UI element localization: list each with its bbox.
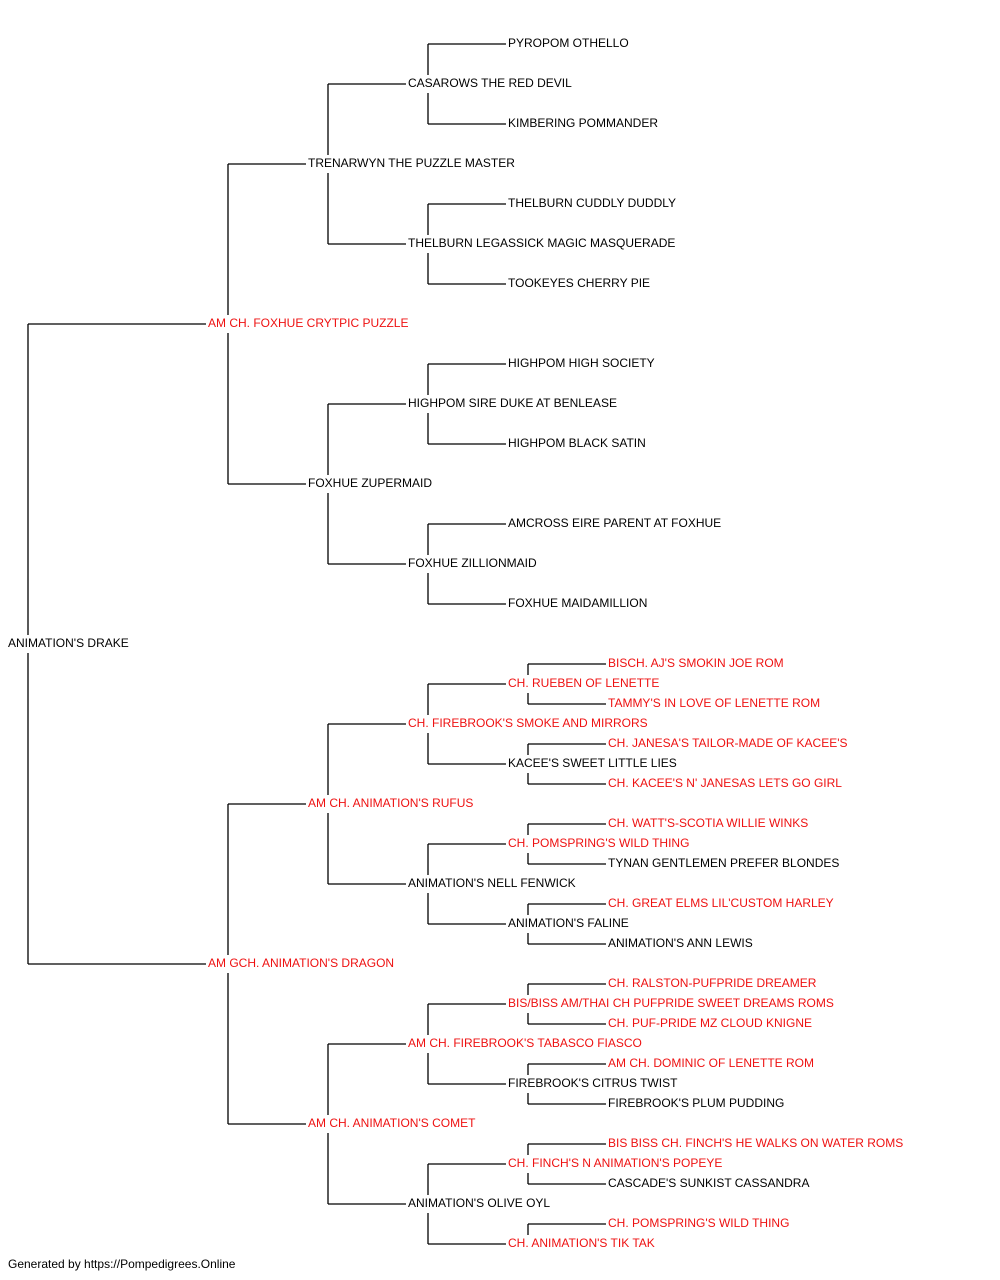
dog-name-dam-dam-sire: AM CH. FIREBROOK'S TABASCO FIASCO — [408, 1036, 642, 1050]
dog-name-dam-dam-sire-sire-sire: CH. RALSTON-PUFPRIDE DREAMER — [608, 976, 817, 990]
dog-name-dam-sire-sire-sire-sire: BISCH. AJ'S SMOKIN JOE ROM — [608, 656, 784, 670]
dog-name-dam-dam-sire-sire-dam: CH. PUF-PRIDE MZ CLOUD KNIGNE — [608, 1016, 812, 1030]
dog-name-dam-dam-dam-dam: CH. ANIMATION'S TIK TAK — [508, 1236, 655, 1250]
dog-name-sire-sire-sire-sire: PYROPOM OTHELLO — [508, 36, 629, 50]
dog-name-sire-sire-sire: CASAROWS THE RED DEVIL — [408, 76, 572, 90]
dog-name-dam-dam-sire-dam: FIREBROOK'S CITRUS TWIST — [508, 1076, 678, 1090]
dog-name-dam-sire-sire-sire: CH. RUEBEN OF LENETTE — [508, 676, 659, 690]
dog-name-dam-sire-dam: ANIMATION'S NELL FENWICK — [408, 876, 576, 890]
dog-name-sire-dam: FOXHUE ZUPERMAID — [308, 476, 432, 490]
dog-name-dam-dam-dam-sire-sire: BIS BISS CH. FINCH'S HE WALKS ON WATER R… — [608, 1136, 903, 1150]
dog-name-sire-sire-dam-sire: THELBURN CUDDLY DUDDLY — [508, 196, 676, 210]
dog-name-dam-sire: AM CH. ANIMATION'S RUFUS — [308, 796, 473, 810]
dog-name-dam-dam-dam-dam-sire: CH. POMSPRING'S WILD THING — [608, 1216, 789, 1230]
dog-name-dam-sire-dam-sire: CH. POMSPRING'S WILD THING — [508, 836, 689, 850]
generated-by-footer: Generated by https://Pompedigrees.Online — [8, 1257, 236, 1271]
dog-name-dam-dam-dam-sire-dam: CASCADE'S SUNKIST CASSANDRA — [608, 1176, 809, 1190]
dog-name-sire-sire-dam: THELBURN LEGASSICK MAGIC MASQUERADE — [408, 236, 675, 250]
dog-name-dam-sire-dam-dam: ANIMATION'S FALINE — [508, 916, 629, 930]
dog-name-sire-dam-sire-dam: HIGHPOM BLACK SATIN — [508, 436, 646, 450]
dog-name-sire: AM CH. FOXHUE CRYTPIC PUZZLE — [208, 316, 408, 330]
dog-name-dam-sire-dam-sire-dam: TYNAN GENTLEMEN PREFER BLONDES — [608, 856, 839, 870]
dog-name-dam-sire-sire: CH. FIREBROOK'S SMOKE AND MIRRORS — [408, 716, 648, 730]
dog-name-sire-dam-dam-dam: FOXHUE MAIDAMILLION — [508, 596, 647, 610]
dog-name-dam-sire-dam-sire-sire: CH. WATT'S-SCOTIA WILLIE WINKS — [608, 816, 808, 830]
dog-name-dam-dam-dam-sire: CH. FINCH'S N ANIMATION'S POPEYE — [508, 1156, 722, 1170]
dog-name-sire-dam-sire-sire: HIGHPOM HIGH SOCIETY — [508, 356, 655, 370]
dog-name-sire-dam-sire: HIGHPOM SIRE DUKE AT BENLEASE — [408, 396, 617, 410]
pedigree-tree: ANIMATION'S DRAKE AM CH. FOXHUE CRYTPIC P… — [8, 36, 903, 1250]
dog-name-sire-sire-sire-dam: KIMBERING POMMANDER — [508, 116, 658, 130]
dog-name-dam-dam-sire-dam-sire: AM CH. DOMINIC OF LENETTE ROM — [608, 1056, 814, 1070]
dog-name-dam-dam: AM CH. ANIMATION'S COMET — [308, 1116, 476, 1130]
dog-name-dam-dam-sire-sire: BIS/BISS AM/THAI CH PUFPRIDE SWEET DREAM… — [508, 996, 834, 1010]
dog-name-sire-dam-dam-sire: AMCROSS EIRE PARENT AT FOXHUE — [508, 516, 721, 530]
dog-name-dam-sire-sire-dam-dam: CH. KACEE'S N' JANESAS LETS GO GIRL — [608, 776, 842, 790]
dog-name-dam-dam-sire-dam-dam: FIREBROOK'S PLUM PUDDING — [608, 1096, 784, 1110]
dog-name-dam-sire-dam-dam-dam: ANIMATION'S ANN LEWIS — [608, 936, 753, 950]
dog-name-dam-sire-dam-dam-sire: CH. GREAT ELMS LIL'CUSTOM HARLEY — [608, 896, 834, 910]
dog-name-sire-sire: TRENARWYN THE PUZZLE MASTER — [308, 156, 515, 170]
dog-name-dam-sire-sire-sire-dam: TAMMY'S IN LOVE OF LENETTE ROM — [608, 696, 820, 710]
dog-name-dam: AM GCH. ANIMATION'S DRAGON — [208, 956, 394, 970]
dog-name-dam-sire-sire-dam: KACEE'S SWEET LITTLE LIES — [508, 756, 677, 770]
dog-name-dam-dam-dam: ANIMATION'S OLIVE OYL — [408, 1196, 550, 1210]
dog-name-sire-sire-dam-dam: TOOKEYES CHERRY PIE — [508, 276, 650, 290]
dog-name-sire-dam-dam: FOXHUE ZILLIONMAID — [408, 556, 537, 570]
dog-name-root: ANIMATION'S DRAKE — [8, 636, 129, 650]
dog-name-dam-sire-sire-dam-sire: CH. JANESA'S TAILOR-MADE OF KACEE'S — [608, 736, 848, 750]
